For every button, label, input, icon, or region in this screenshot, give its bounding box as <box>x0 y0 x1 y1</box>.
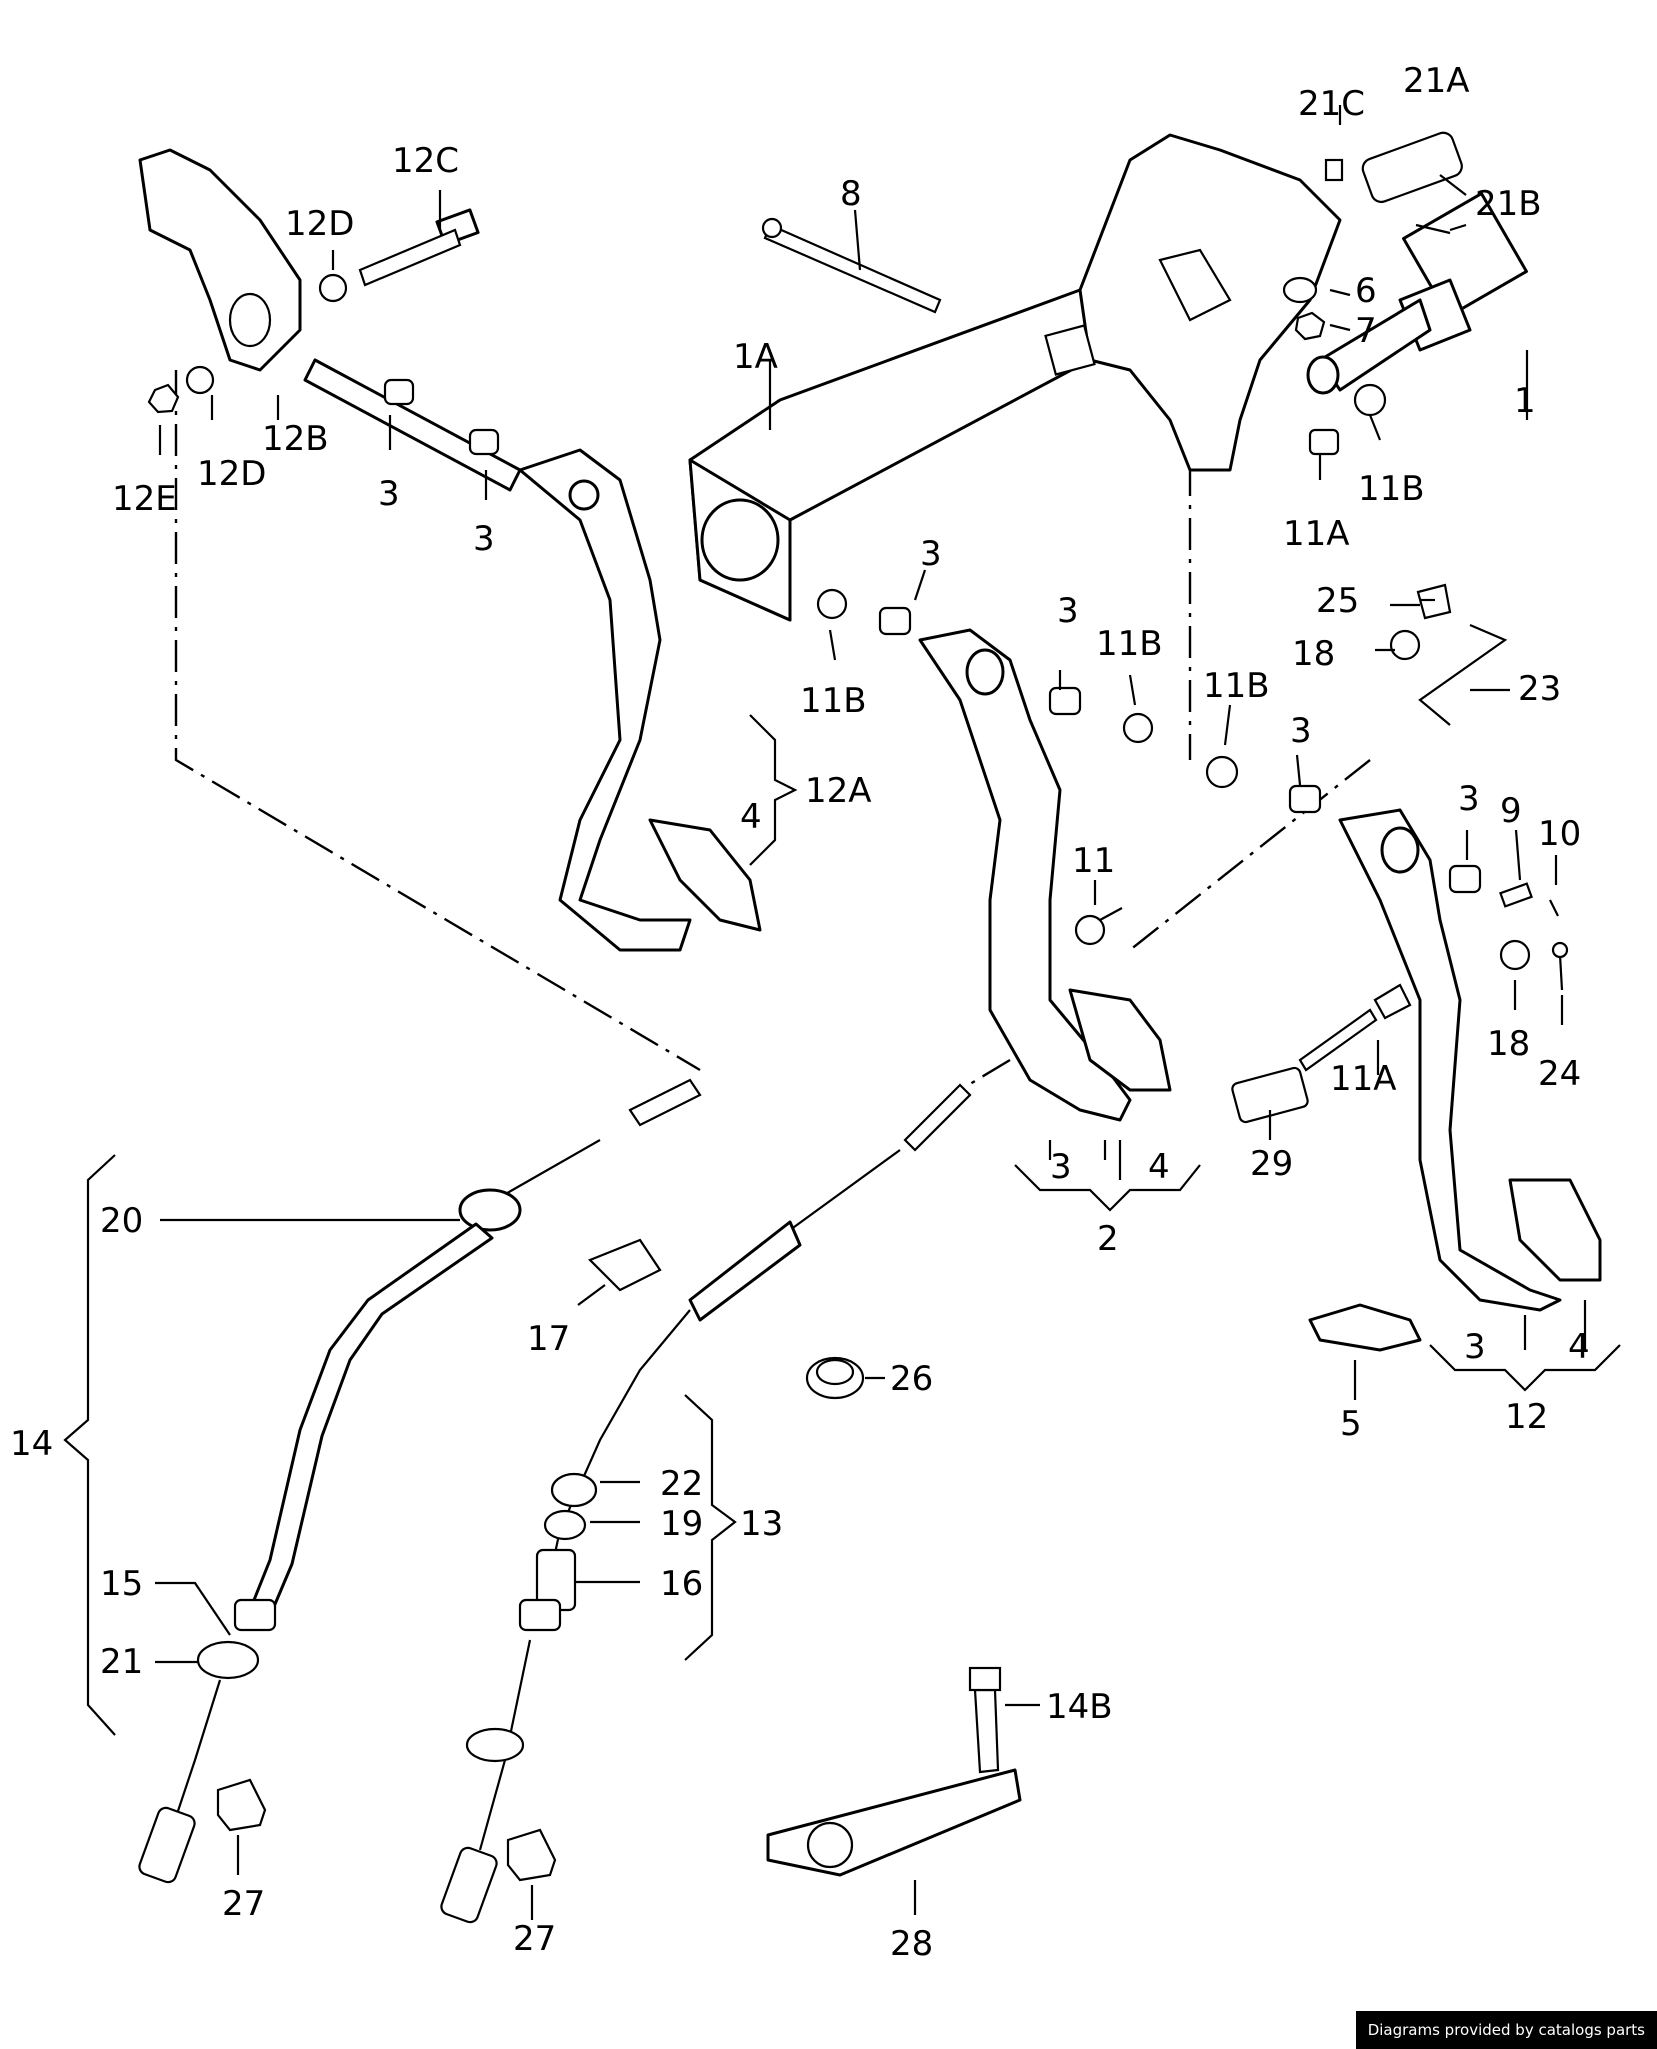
callout-10: 10 <box>1538 814 1581 854</box>
callout-20: 20 <box>100 1201 143 1241</box>
callout-11b: 11B <box>1358 469 1425 509</box>
callout-labels: 1 1A 2 3 3 3 3 3 3 3 3 4 4 4 5 6 7 8 9 1… <box>10 61 1590 1964</box>
cables <box>138 1078 972 1924</box>
clutch-pedal <box>918 628 1172 1122</box>
callout-12a: 12A <box>805 771 872 811</box>
master-cylinder <box>1306 192 1528 395</box>
callout-14: 14 <box>10 1424 53 1464</box>
callout-7: 7 <box>1355 311 1377 351</box>
callout-3: 3 <box>378 474 400 514</box>
callout-12e: 12E <box>112 479 177 519</box>
callout-24: 24 <box>1538 1054 1581 1094</box>
callout-21b: 21B <box>1475 184 1542 224</box>
brake-pedal <box>1338 808 1602 1312</box>
leader-lines <box>155 105 1587 1920</box>
callout-3: 3 <box>1458 779 1480 819</box>
callout-1: 1 <box>1514 381 1536 421</box>
pedal-bracket <box>688 133 1342 622</box>
callout-5: 5 <box>1340 1404 1362 1444</box>
callout-27: 27 <box>513 1919 556 1959</box>
callout-3: 3 <box>1290 711 1312 751</box>
callout-12d: 12D <box>285 204 354 244</box>
callout-2: 2 <box>1097 1219 1119 1259</box>
callout-3: 3 <box>920 534 942 574</box>
callout-12d: 12D <box>197 454 266 494</box>
callout-18: 18 <box>1292 634 1335 674</box>
lever-assembly-12a <box>518 448 762 952</box>
callout-21c: 21C <box>1298 84 1365 124</box>
callout-28: 28 <box>890 1924 933 1964</box>
footer-credit: Diagrams provided by catalogs parts <box>1355 2011 1657 2049</box>
callout-29: 29 <box>1250 1144 1293 1184</box>
callout-4: 4 <box>740 797 762 837</box>
callout-27: 27 <box>222 1884 265 1924</box>
callout-15: 15 <box>100 1564 143 1604</box>
hardware <box>147 131 1569 1882</box>
callout-19: 19 <box>660 1504 703 1544</box>
shaft-12c <box>303 208 522 492</box>
callout-26: 26 <box>890 1359 933 1399</box>
callout-11b: 11B <box>800 681 867 721</box>
callout-17: 17 <box>527 1319 570 1359</box>
callout-22: 22 <box>660 1464 703 1504</box>
callout-18: 18 <box>1487 1024 1530 1064</box>
callout-14b: 14B <box>1046 1687 1113 1727</box>
group-brackets <box>63 714 1621 1736</box>
callout-9: 9 <box>1500 791 1522 831</box>
callout-12: 12 <box>1505 1397 1548 1437</box>
callout-8: 8 <box>840 174 862 214</box>
callout-3: 3 <box>1464 1327 1486 1367</box>
callout-11b: 11B <box>1096 624 1163 664</box>
callout-4: 4 <box>1568 1327 1590 1367</box>
callout-11: 11 <box>1072 841 1115 881</box>
callout-25: 25 <box>1316 581 1359 621</box>
callout-4: 4 <box>1148 1147 1170 1187</box>
callout-12b: 12B <box>262 419 329 459</box>
bracket-12b <box>138 148 302 372</box>
callout-21: 21 <box>100 1642 143 1682</box>
callout-11a: 11A <box>1330 1059 1397 1099</box>
callout-3: 3 <box>1050 1147 1072 1187</box>
callout-6: 6 <box>1355 271 1377 311</box>
callout-16: 16 <box>660 1564 703 1604</box>
callout-12c: 12C <box>392 141 459 181</box>
callout-11b: 11B <box>1203 666 1270 706</box>
callout-13: 13 <box>740 1504 783 1544</box>
callout-1a: 1A <box>733 337 778 377</box>
callout-23: 23 <box>1518 669 1561 709</box>
callout-21a: 21A <box>1403 61 1470 101</box>
callout-3: 3 <box>473 519 495 559</box>
callout-11a: 11A <box>1283 514 1350 554</box>
callout-3: 3 <box>1057 591 1079 631</box>
